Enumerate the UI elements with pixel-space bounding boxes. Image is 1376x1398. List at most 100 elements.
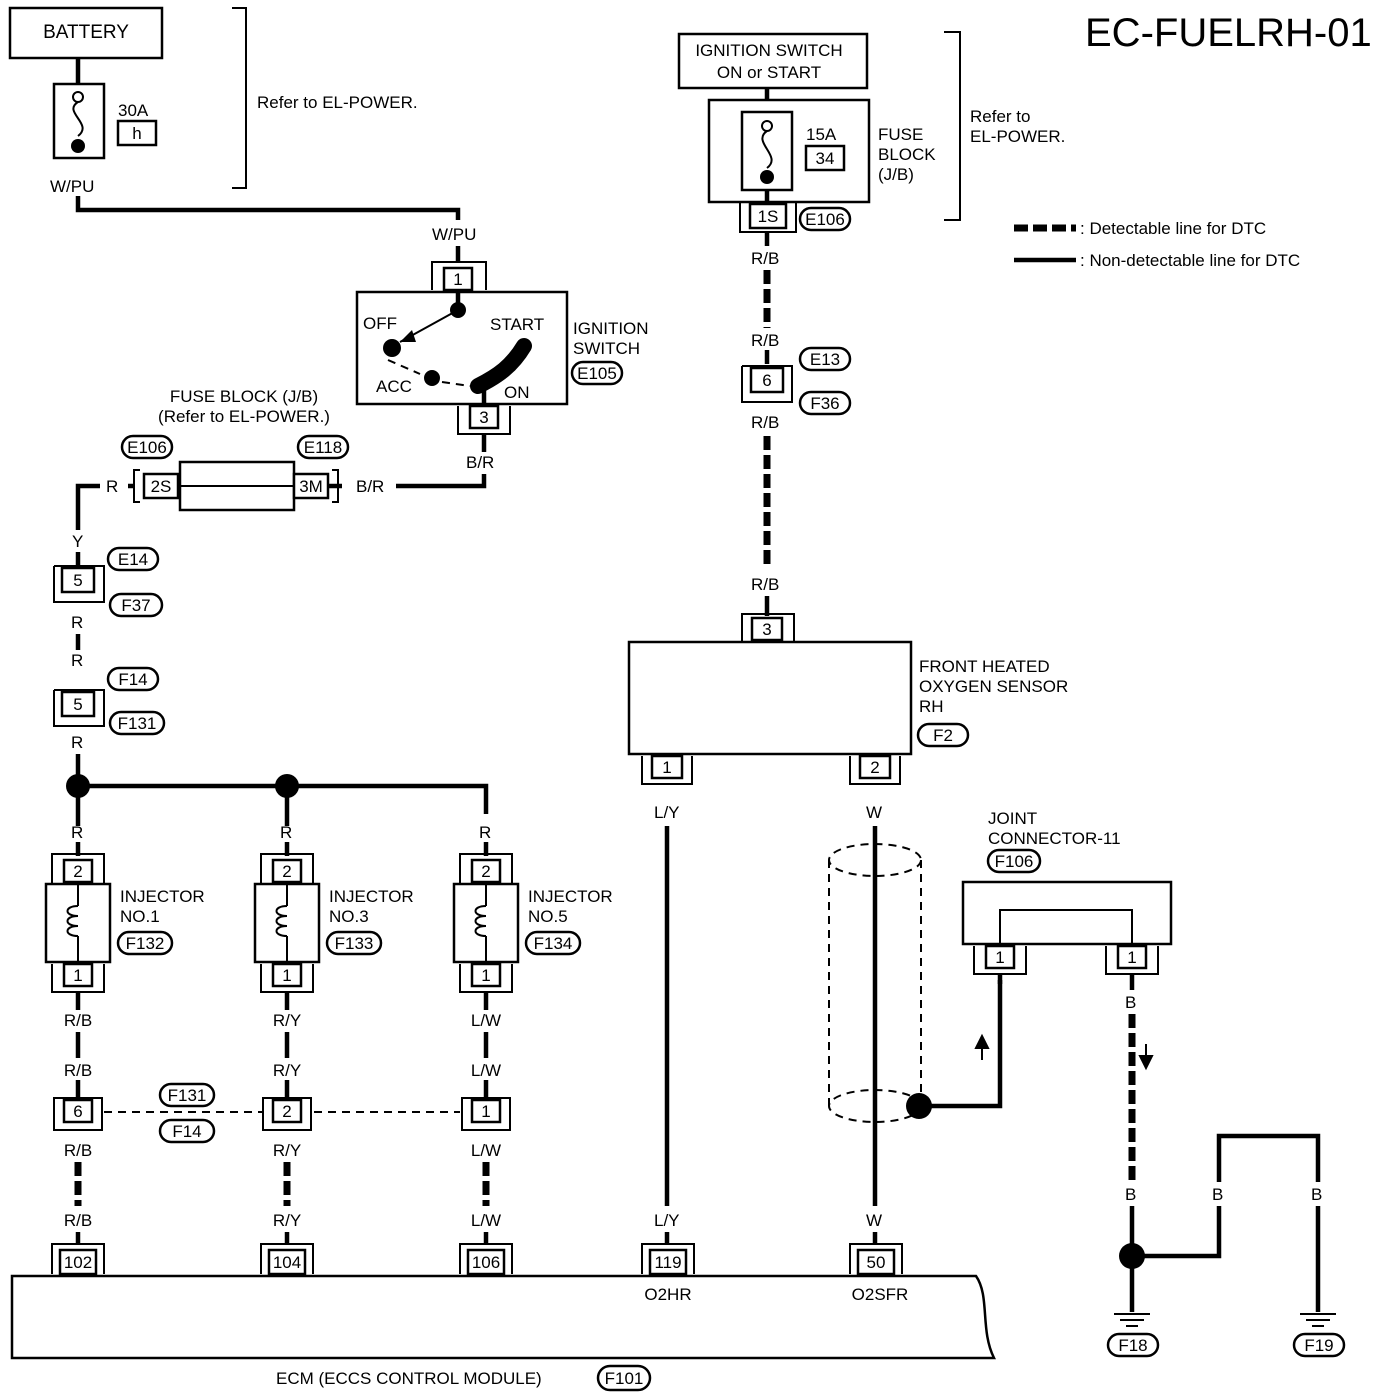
- ignition-wire-in-color: W/PU: [432, 225, 476, 244]
- ign-fuse-rating: 15A: [806, 125, 837, 144]
- ecm-pin-heater: 119: [654, 1253, 681, 1272]
- injector-1-conn-oval: [116, 930, 174, 956]
- injector-5-wire-out-2: L/W: [471, 1061, 501, 1080]
- injector-5-ecm-pin: 106: [472, 1253, 500, 1272]
- injector-3-pin-bot: 1: [282, 966, 291, 985]
- o2-pin3-box: [750, 616, 784, 642]
- arrow-down-icon: [1138, 1044, 1154, 1071]
- ecm-label-signal: O2SFR: [852, 1285, 909, 1304]
- ecm-pin-50-bracket: [849, 1243, 903, 1274]
- injector-3-ecm-bracket: [260, 1243, 314, 1274]
- jc-pin-left-box: [984, 944, 1016, 970]
- lc2-pin-box: [60, 690, 96, 718]
- legend: : Detectable line for DTC : Non-detectab…: [1014, 219, 1300, 270]
- jc-pin-left: 1: [995, 948, 1004, 967]
- lc2-bracket-bot: [53, 718, 105, 727]
- fb-left-conn: E106: [127, 438, 167, 457]
- battery-box: [8, 6, 164, 60]
- ecm-pin-119-bracket: [641, 1243, 695, 1274]
- injector-5-pin-top-box: [470, 858, 502, 884]
- injector-5-pin-bot: 1: [481, 966, 490, 985]
- rc-top-oval: [798, 346, 852, 372]
- lc1-top: E14: [118, 550, 148, 569]
- injector-5-connector: F134: [534, 934, 573, 953]
- rb-wire-1: R/B: [751, 249, 779, 268]
- injector-1-pin-top: 2: [73, 862, 82, 881]
- ecm-pin-signal: 50: [867, 1253, 886, 1272]
- fb-label-line2: (Refer to EL-POWER.): [158, 407, 330, 426]
- fb-right-conn-oval: [296, 434, 350, 460]
- ign-fuse-terminal-open: [761, 120, 773, 132]
- injector-3-joint-bracket-top: [262, 1097, 312, 1126]
- left-wire-r1: R: [71, 613, 83, 632]
- ecm-connector: F101: [605, 1369, 644, 1388]
- rc-pin-box: [749, 366, 785, 394]
- wire-injector-bus: [78, 783, 489, 814]
- joint-connector-group: JOINT CONNECTOR-11 F106 1 1: [961, 809, 1173, 975]
- battery-fuse-icon: [72, 101, 84, 137]
- injector-1-joint-pin-box: [62, 1098, 94, 1124]
- ign-name-line2: SWITCH: [573, 339, 640, 358]
- wire-ign-to-fuseblock: [396, 474, 487, 489]
- wire-shield-to-joint: [919, 980, 1003, 1109]
- jc-pin-right-box: [1116, 944, 1148, 970]
- ecm-pin-119-box: [648, 1248, 688, 1276]
- injector-5-joint-pin: 1: [481, 1102, 490, 1121]
- shield-group: [828, 843, 932, 1123]
- harness-joint-top-oval: [158, 1082, 216, 1108]
- fb-left-term: 2S: [151, 477, 172, 496]
- ign-acc-on-dash: [441, 381, 471, 387]
- fb-wire-left: R: [106, 477, 118, 496]
- injector-1-name-line1: INJECTOR: [120, 887, 205, 906]
- rb-wire-4: R/B: [751, 575, 779, 594]
- injector-1-wire-top: R: [71, 823, 83, 842]
- battery-refer: Refer to EL-POWER.: [257, 93, 418, 112]
- injector-5-joint-bracket-bot: [461, 1124, 511, 1131]
- injector-5-wire-out-1: L/W: [471, 1011, 501, 1030]
- lc1-top-oval: [106, 546, 160, 572]
- ign-feed-line2: ON or START: [717, 63, 821, 82]
- ground-f18: F18: [1106, 1313, 1160, 1358]
- injector-5-pin-bot-box: [470, 962, 502, 988]
- lc2-pin: 5: [73, 695, 82, 714]
- ign-on-start-contact: [470, 338, 532, 394]
- injector-1-wire-out-4: R/B: [64, 1211, 92, 1230]
- fuse-block-jb-group: FUSE BLOCK (J/B) (Refer to EL-POWER.) E1…: [120, 387, 350, 512]
- ground-f19-oval: [1292, 1332, 1346, 1358]
- o2-wire-heater-bot: L/Y: [654, 1211, 680, 1230]
- injector-5-joint-bracket-top: [461, 1097, 511, 1126]
- o2-pin1-bracket: [641, 756, 693, 785]
- battery-fuse-id-box: [116, 119, 158, 147]
- wire-f19-loop: [1216, 1133, 1321, 1182]
- ign-pin-out-box: [468, 404, 500, 430]
- ecm-box: [10, 1274, 997, 1360]
- fb-right-term-box: [292, 472, 330, 500]
- ign-fuse-icon: [761, 130, 773, 169]
- injector-1-wire-out-1: R/B: [64, 1011, 92, 1030]
- injector-3-joint-bracket-bot: [262, 1124, 312, 1131]
- fuse-block-label-3: (J/B): [878, 165, 914, 184]
- ecm-group: ECM (ECCS CONTROL MODULE) F101 119 O2HR …: [10, 1243, 997, 1392]
- ground-left: F18: [1118, 1336, 1147, 1355]
- ign-conn-oval: [798, 206, 852, 232]
- fb-right-term: 3M: [299, 477, 323, 496]
- legend-non-detectable-text: : Non-detectable line for DTC: [1080, 251, 1300, 270]
- injector-3-top-bracket: [260, 853, 314, 884]
- ign-fuse-id-box: [804, 144, 846, 172]
- fb-wire-right: B/R: [356, 477, 384, 496]
- fuse-block-label-1: FUSE: [878, 125, 923, 144]
- battery-group: BATTERY 30A h Refer to EL-POWER. W/PU: [8, 6, 418, 196]
- battery-refer-bracket: [232, 7, 247, 189]
- ign-feed-group: IGNITION SWITCH ON or START 15A 34 FUSE …: [677, 31, 1065, 233]
- injector-3-name-line2: NO.3: [329, 907, 369, 926]
- ign-pos-acc: ACC: [376, 377, 412, 396]
- lc2-bot-oval: [108, 710, 166, 736]
- injector-3-pin-top: 2: [282, 862, 291, 881]
- o2-name-line1: FRONT HEATED: [919, 657, 1050, 676]
- rc-pin: 6: [762, 371, 771, 390]
- ign-pin-in-box: [442, 266, 474, 292]
- ign-arm-arrow-icon: [400, 330, 416, 342]
- injector-1-name-line2: NO.1: [120, 907, 160, 926]
- rc-bot-oval: [798, 390, 852, 416]
